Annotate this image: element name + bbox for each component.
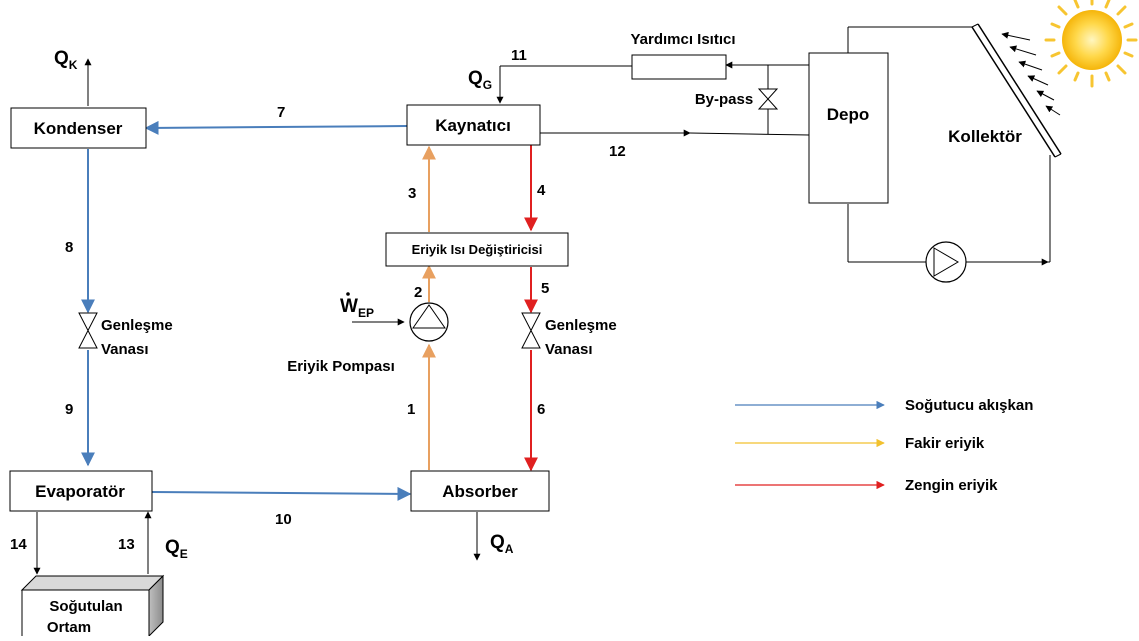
sun-icon — [1044, 0, 1138, 88]
legend-refrigerant-label: Soğutucu akışkan — [905, 397, 1033, 414]
kollektor-label: Kollektör — [948, 127, 1022, 146]
stream-5-label: 5 — [541, 280, 549, 297]
wep-dot — [346, 292, 350, 296]
genlesme-left-label: Genleşme — [101, 317, 173, 334]
sun-rays — [1001, 31, 1061, 116]
ortam-label-2: Ortam — [47, 619, 91, 636]
qg-label: QG — [468, 68, 492, 92]
kondenser-label: Kondenser — [34, 119, 123, 138]
evaporator-label: Evaporatör — [35, 482, 125, 501]
stream-12-label: 12 — [609, 143, 626, 160]
depo-box — [808, 52, 889, 204]
genlesme-right-label: Genleşme — [545, 317, 617, 334]
legend-poor-label: Fakir eriyik — [905, 435, 985, 452]
kondenser-box — [10, 107, 147, 149]
stream-3-label: 3 — [408, 185, 416, 202]
kollektor-icon — [971, 23, 1062, 158]
wep-label: WEP — [340, 296, 374, 320]
qe-label: QE — [165, 537, 188, 561]
kaynatici-label: Kaynatıcı — [435, 116, 511, 135]
stream-10-label: 10 — [275, 511, 292, 528]
absorber-label: Absorber — [442, 482, 518, 501]
stream-12-line-b — [689, 132, 810, 136]
bypass-label: By-pass — [695, 91, 753, 108]
esd-box — [385, 232, 569, 267]
stream-8-label: 8 — [65, 239, 73, 256]
stream-1-label: 1 — [407, 401, 415, 418]
evaporator-box — [9, 470, 153, 512]
bypass-valve — [757, 88, 779, 110]
legend-rich-label: Zengin eriyik — [905, 477, 998, 494]
yardimci-box — [631, 54, 727, 80]
absorber-box — [410, 470, 550, 512]
vanasi-right-label: Vanası — [545, 341, 593, 358]
kaynatici-box — [406, 104, 541, 146]
genlesme-vanasi-left-icon — [78, 312, 98, 349]
stream-2-label: 2 — [414, 284, 422, 301]
esd-label: Eriyik Isı Değiştiricisi — [412, 242, 543, 257]
stream-9-label: 9 — [65, 401, 73, 418]
qk-label: QK — [54, 48, 78, 72]
stream-11-label: 11 — [511, 47, 527, 64]
genlesme-vanasi-right-icon — [521, 312, 541, 349]
stream-6-label: 6 — [537, 401, 545, 418]
ortam-label-1: Soğutulan — [49, 598, 122, 615]
yardimci-label: Yardımcı Isıtıcı — [630, 31, 735, 48]
qa-label: QA — [490, 532, 514, 556]
stream-14-label: 14 — [10, 536, 27, 553]
stream-10-line — [151, 486, 412, 501]
stream-13-label: 13 — [118, 536, 135, 553]
stream-7-line — [144, 120, 408, 135]
vanasi-left-label: Vanası — [101, 341, 149, 358]
stream-7-label: 7 — [277, 104, 285, 121]
pompa-label: Eriyik Pompası — [287, 358, 395, 375]
stream-4-label: 4 — [537, 182, 546, 199]
sogutulan-ortam-box — [20, 574, 165, 639]
solar-pump-icon — [925, 241, 967, 283]
depo-label: Depo — [827, 105, 870, 124]
eriyik-pompasi-icon — [409, 302, 449, 342]
